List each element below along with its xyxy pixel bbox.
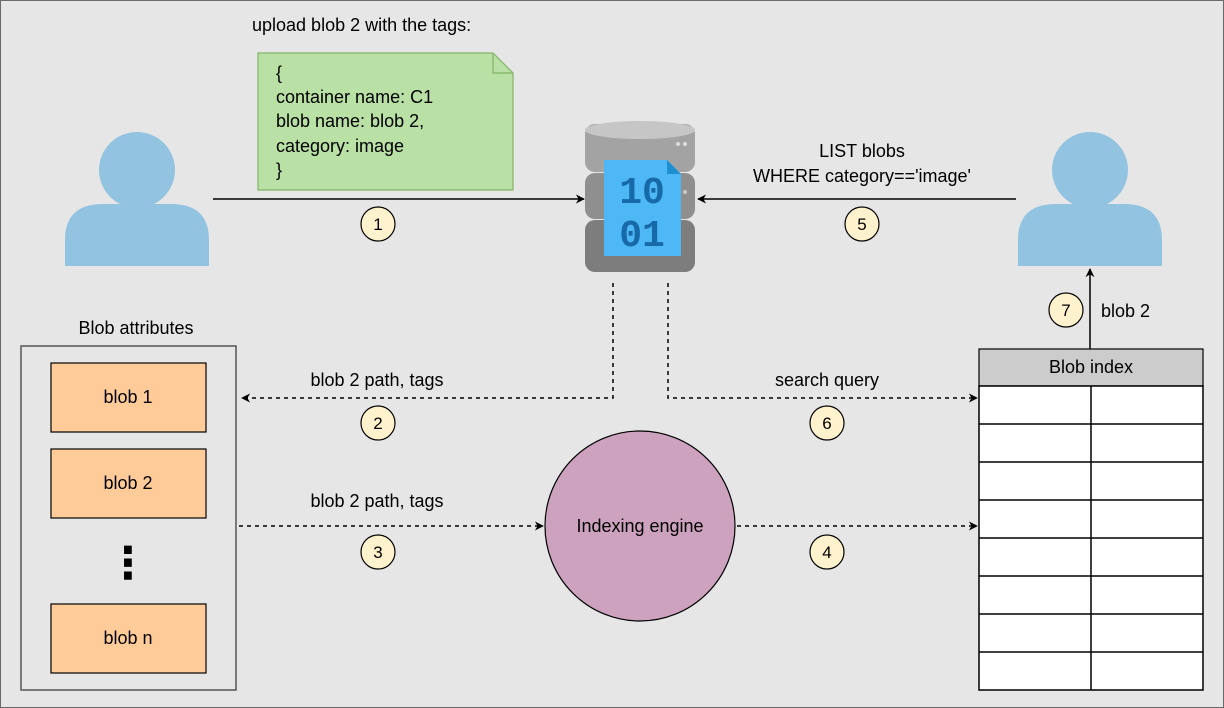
blob-ellipsis: ⋮ bbox=[106, 538, 150, 589]
storage-document bbox=[604, 160, 681, 256]
step-badge: 5 bbox=[844, 206, 880, 242]
svg-text:7: 7 bbox=[1061, 301, 1070, 320]
blob-item: blob n bbox=[50, 603, 207, 674]
blob-item: blob 2 bbox=[50, 448, 207, 519]
indexing-engine-node bbox=[544, 430, 736, 622]
search-query-arrow bbox=[667, 283, 978, 403]
edge6-label: search query bbox=[775, 370, 879, 390]
svg-text:4: 4 bbox=[822, 543, 831, 562]
blob-storage-icon: 10 01 bbox=[585, 121, 695, 272]
query-user-icon bbox=[1018, 132, 1162, 266]
tags-note: { container name: C1 blob name: blob 2, … bbox=[257, 52, 514, 191]
blob-index-title: Blob index bbox=[1049, 357, 1133, 377]
step-badge: 4 bbox=[809, 534, 845, 570]
blob-index-header bbox=[978, 348, 1204, 387]
blob-item: blob 1 bbox=[50, 362, 207, 433]
edge2-label: blob 2 path, tags bbox=[310, 370, 443, 390]
edge7-label: blob 2 bbox=[1101, 301, 1150, 321]
blob-index-table: Blob index bbox=[978, 348, 1204, 691]
step-badge: 7 bbox=[1048, 292, 1084, 328]
edge3-label: blob 2 path, tags bbox=[310, 491, 443, 511]
svg-text:5: 5 bbox=[857, 215, 866, 234]
blob-attributes-title: Blob attributes bbox=[78, 318, 193, 338]
storage-binary-bottom: 01 bbox=[619, 215, 665, 258]
step-badge: 2 bbox=[360, 405, 396, 441]
step-badge: 3 bbox=[360, 534, 396, 570]
blob-item-label: blob 2 bbox=[103, 473, 152, 493]
attributes-update-arrow bbox=[241, 283, 614, 403]
tags-note-line: blob name: blob 2, bbox=[276, 111, 424, 131]
svg-text:3: 3 bbox=[373, 543, 382, 562]
step-badge: 6 bbox=[809, 405, 845, 441]
step-badge: 1 bbox=[360, 206, 396, 242]
blob-item-label: blob n bbox=[103, 628, 152, 648]
svg-text:6: 6 bbox=[822, 414, 831, 433]
svg-text:2: 2 bbox=[373, 414, 382, 433]
tags-note-line: container name: C1 bbox=[276, 87, 433, 107]
uploader-user-icon bbox=[65, 132, 209, 266]
query-label-line1: LIST blobs bbox=[819, 141, 905, 161]
tags-note-line: } bbox=[276, 160, 282, 180]
tags-note-shape bbox=[257, 52, 514, 191]
upload-caption: upload blob 2 with the tags: bbox=[252, 15, 471, 35]
blob-item-label: blob 1 bbox=[103, 387, 152, 407]
tags-note-line: category: image bbox=[276, 136, 404, 156]
tags-note-line: { bbox=[276, 63, 282, 83]
svg-text:1: 1 bbox=[373, 215, 382, 234]
tags-note-fold bbox=[492, 53, 513, 74]
query-label-line2: WHERE category=='image' bbox=[753, 166, 971, 186]
indexing-engine-label: Indexing engine bbox=[576, 516, 703, 536]
storage-binary-top: 10 bbox=[619, 172, 665, 215]
